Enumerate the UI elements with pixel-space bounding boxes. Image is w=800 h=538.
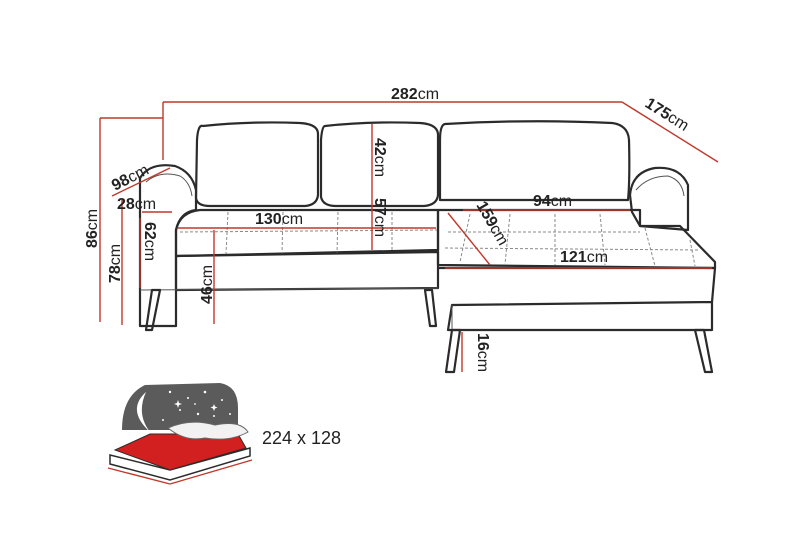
- dim-chaise-width: 121cm: [560, 249, 608, 266]
- dim-back-height: 78cm: [107, 244, 124, 283]
- back-cushion-right: [438, 120, 631, 202]
- dim-leg-height: 16cm: [474, 333, 491, 372]
- main-seat-cushion: [174, 208, 440, 258]
- pillow-icon: [167, 421, 249, 440]
- bed-size-label: 224 x 128: [262, 428, 341, 448]
- dim-total-width: 282cm: [391, 86, 439, 103]
- stars-icon: [162, 390, 231, 421]
- leg-chaise-left: [444, 328, 462, 374]
- leg-chaise-right: [693, 328, 714, 374]
- dim-seat-width: 130cm: [255, 211, 303, 228]
- chaise-base: [436, 266, 717, 332]
- dim-arm-width: 28cm: [117, 196, 156, 213]
- dim-total-height: 86cm: [84, 209, 101, 248]
- dim-seat-depth: 57cm: [371, 198, 388, 237]
- dimension-labels: 282cm 175cm 86cm 98cm 28cm 78cm 62cm 130…: [84, 86, 692, 372]
- back-cushion-middle: [319, 121, 440, 208]
- dim-arm-height: 62cm: [141, 222, 158, 261]
- night-sky-icon: [122, 383, 238, 430]
- leg-middle: [423, 288, 438, 328]
- bed-mattress: [113, 433, 247, 471]
- dim-arm-depth: 98cm: [109, 162, 152, 195]
- leg-front-left: [144, 288, 162, 332]
- sofa-drawing: [138, 120, 717, 374]
- dim-cushion-height: 42cm: [371, 138, 388, 177]
- dim-chaise-seat-depth: 159cm: [473, 199, 512, 249]
- dim-chaise-length: 175cm: [642, 95, 692, 135]
- moon-icon: [136, 392, 150, 432]
- right-arm: [628, 166, 690, 232]
- bed-function-illustration: 224 x 128: [107, 383, 341, 485]
- dimension-lines: [99, 101, 719, 372]
- dim-chaise-seat-width: 94cm: [533, 193, 572, 210]
- left-arm-top: [145, 173, 193, 197]
- back-cushion-left: [194, 121, 320, 208]
- dim-seat-height: 46cm: [199, 265, 216, 304]
